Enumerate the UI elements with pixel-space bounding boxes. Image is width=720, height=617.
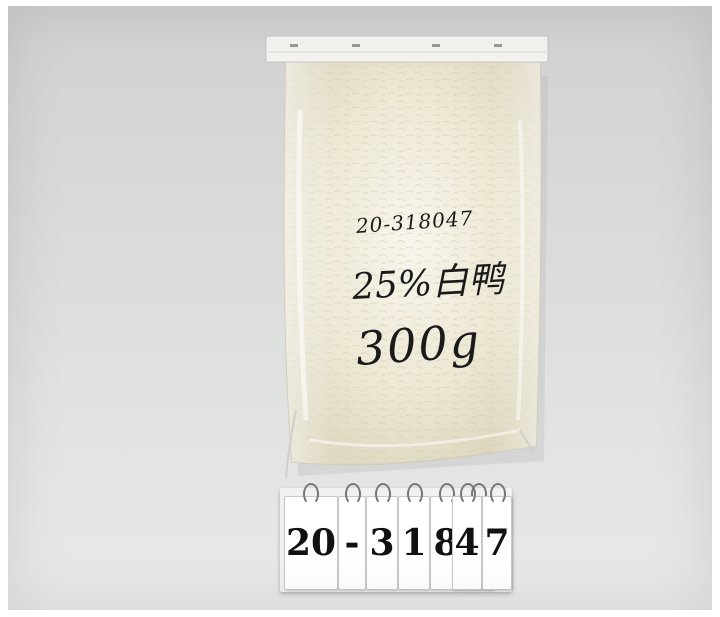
- number-tag-text: -: [344, 522, 360, 564]
- number-tag-text: 4: [454, 522, 480, 564]
- number-tag: 20: [284, 483, 338, 590]
- zip-seal: [265, 35, 549, 63]
- number-tag: -: [338, 483, 366, 590]
- number-tag-text: 7: [484, 522, 510, 564]
- number-tag-text: 1: [401, 522, 427, 564]
- backdrop-vignette: [8, 6, 712, 610]
- number-tag: 4: [452, 483, 482, 590]
- number-tag-text: 3: [369, 522, 395, 564]
- number-tag: 7: [482, 483, 512, 590]
- number-tag: 1: [398, 483, 430, 590]
- number-tag-text: 20: [285, 522, 337, 564]
- number-tag: 3: [366, 483, 398, 590]
